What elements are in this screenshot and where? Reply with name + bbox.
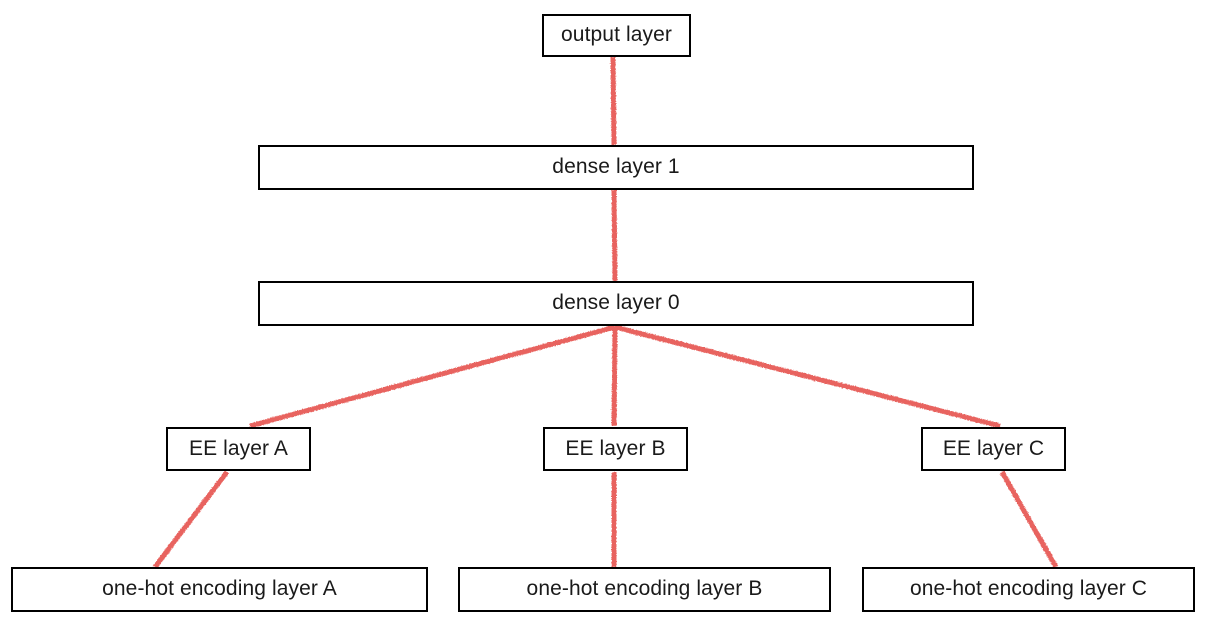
edge-eec-to-dense0 — [614, 324, 1001, 429]
node-one-hot-encoding-layer-b[interactable]: one-hot encoding layer B — [458, 567, 831, 612]
node-label: one-hot encoding layer B — [526, 577, 763, 600]
node-label: EE layer A — [188, 436, 289, 460]
node-label: EE layer C — [942, 436, 1045, 460]
edge-oha-to-eea — [153, 470, 229, 569]
node-label: one-hot encoding layer A — [102, 577, 337, 600]
edge-dense0-to-dense1 — [611, 189, 618, 282]
node-dense-layer-0[interactable]: dense layer 0 — [258, 281, 974, 326]
edge-eea-to-dense0 — [249, 324, 616, 429]
edge-dense1-to-output — [610, 56, 617, 146]
node-label: dense layer 1 — [552, 155, 680, 178]
node-output-layer[interactable]: output layer — [542, 14, 691, 57]
edge-ohc-to-eec — [999, 470, 1059, 569]
node-dense-layer-1[interactable]: dense layer 1 — [258, 145, 974, 190]
node-ee-layer-c[interactable]: EE layer C — [921, 427, 1066, 471]
edge-eeb-to-dense0 — [611, 326, 618, 427]
node-ee-layer-a[interactable]: EE layer A — [166, 427, 311, 471]
node-label: output layer — [561, 23, 672, 46]
node-one-hot-encoding-layer-a[interactable]: one-hot encoding layer A — [11, 567, 428, 612]
node-label: dense layer 0 — [552, 291, 680, 314]
node-ee-layer-b[interactable]: EE layer B — [543, 427, 688, 471]
node-label: one-hot encoding layer C — [909, 577, 1148, 600]
node-one-hot-encoding-layer-c[interactable]: one-hot encoding layer C — [862, 567, 1195, 612]
node-label: EE layer B — [565, 436, 666, 460]
